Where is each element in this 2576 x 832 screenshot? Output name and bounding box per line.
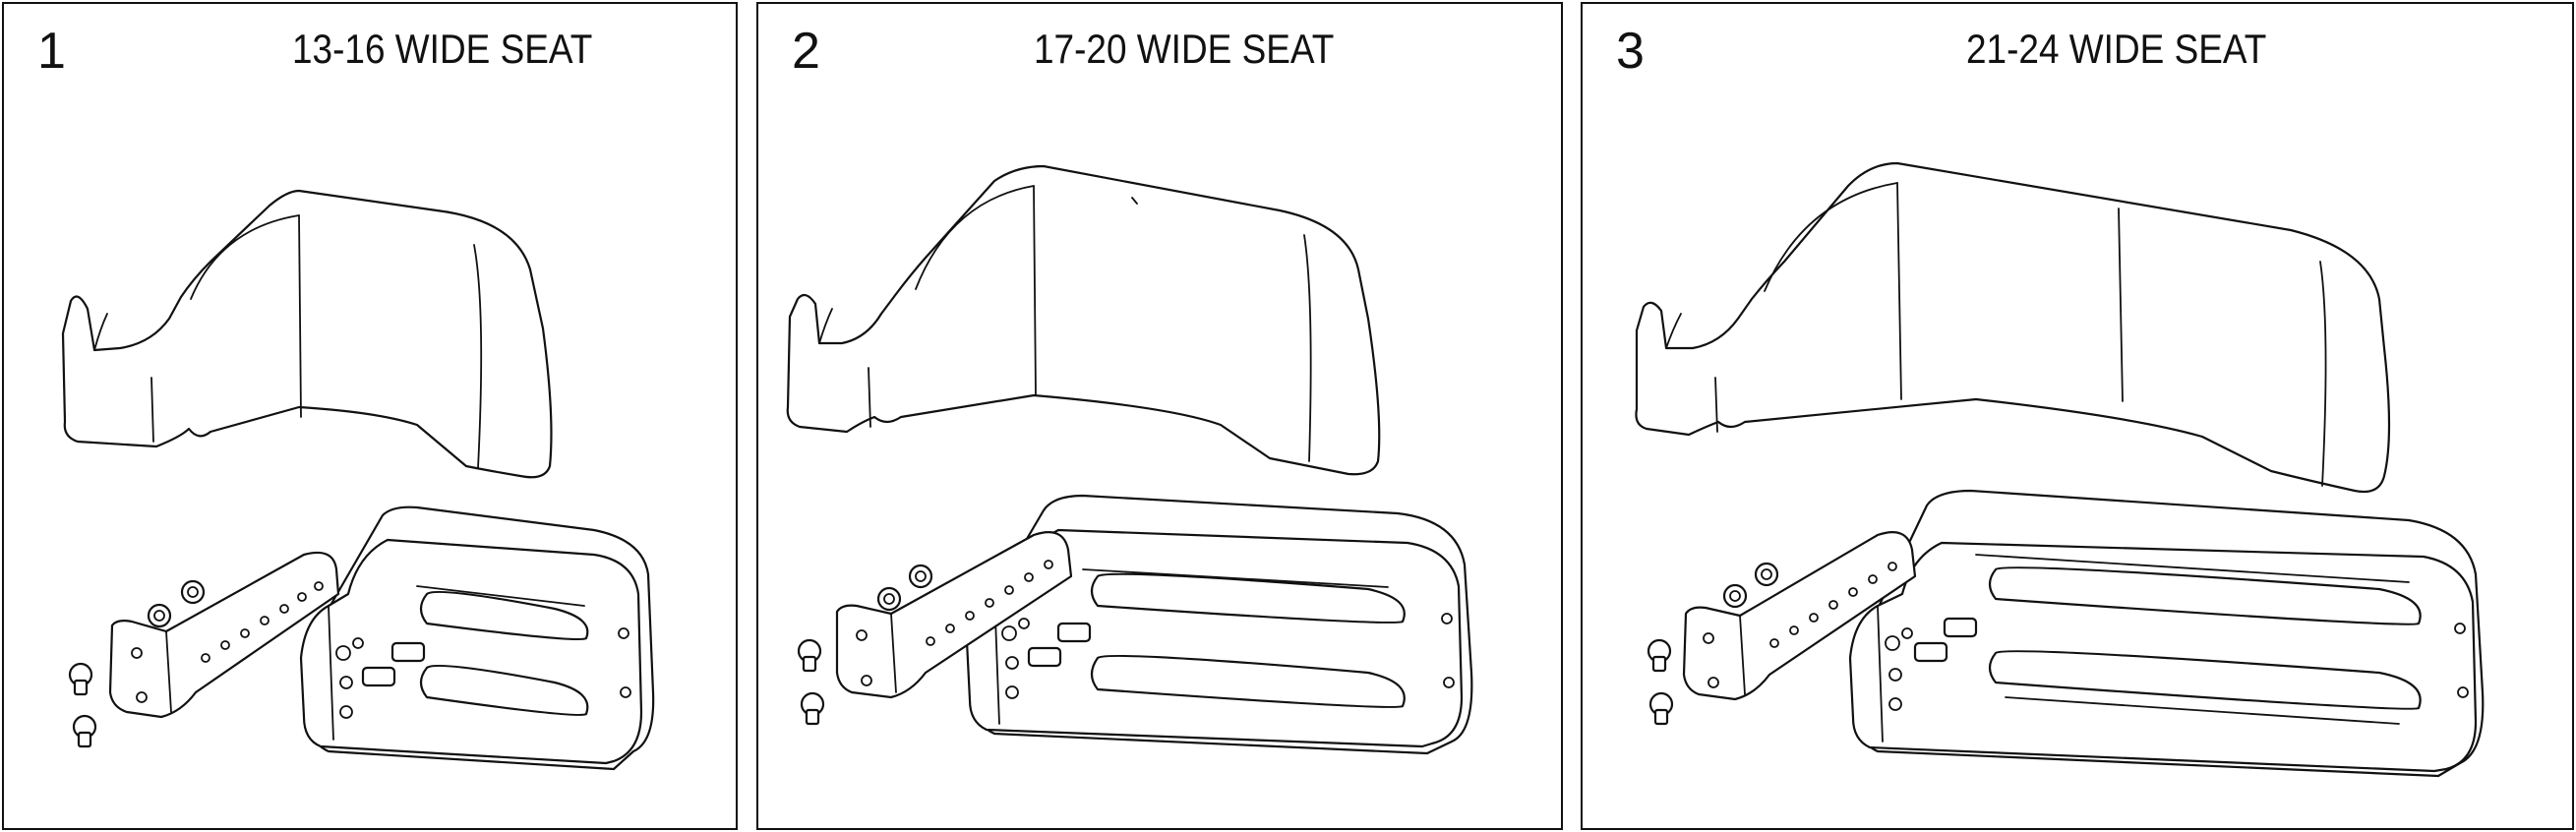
back-shell: [1636, 163, 2389, 492]
back-shell: [788, 166, 1380, 474]
mounting-bracket-small: [1684, 532, 1915, 699]
hardware-kit-drawing: [4, 4, 740, 832]
panel-title: 17-20 WIDE SEAT: [1034, 26, 1335, 72]
screws: [1648, 640, 1672, 724]
nuts: [149, 581, 204, 626]
screws: [799, 640, 823, 724]
panel-3: 3 21-24 WIDE SEAT: [1581, 2, 2574, 830]
mounting-bracket-small: [110, 553, 338, 717]
hardware-kit-drawing: [1583, 4, 2576, 832]
panel-title: 21-24 WIDE SEAT: [1966, 26, 2267, 72]
screws: [70, 664, 95, 746]
panel-2: 2 17-20 WIDE SEAT: [756, 2, 1563, 830]
panel-title: 13-16 WIDE SEAT: [292, 26, 593, 72]
mounting-bracket-large: [1850, 491, 2483, 776]
mounting-bracket-large: [301, 507, 653, 769]
panel-number: 3: [1616, 23, 1645, 80]
hardware-kit-drawing: [758, 4, 1565, 832]
nuts: [878, 565, 931, 610]
panel-number: 1: [37, 23, 66, 80]
mounting-bracket-large: [967, 496, 1471, 753]
panel-1: 1 13-16 WIDE SEAT: [2, 2, 738, 830]
back-shell: [63, 191, 551, 477]
mounting-bracket-small: [837, 532, 1071, 697]
panel-number: 2: [792, 23, 820, 80]
nuts: [1724, 564, 1777, 607]
